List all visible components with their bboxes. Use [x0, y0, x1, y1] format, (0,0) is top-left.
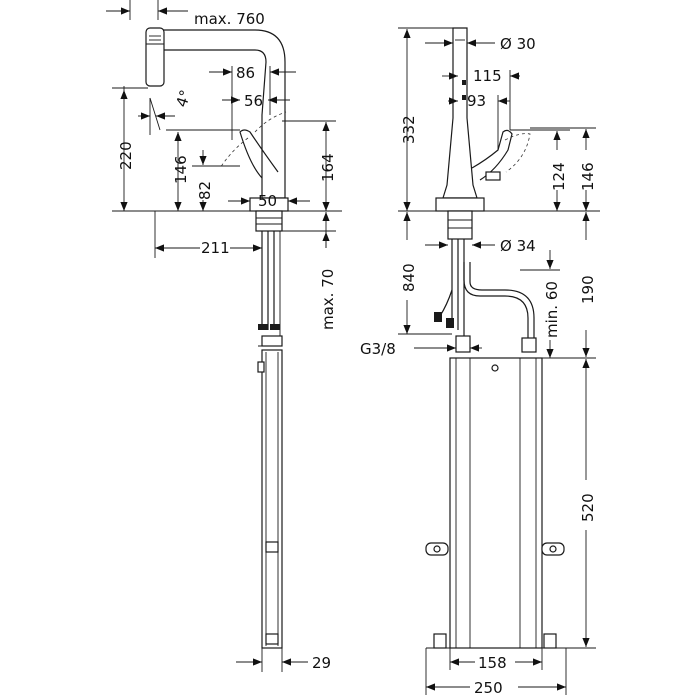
dim-box-depth: 29 [236, 654, 331, 672]
front-hoses [434, 239, 537, 353]
dim-lever-reach-label: 86 [236, 64, 255, 82]
dim-spout-projection: 211 [154, 211, 262, 258]
dim-hose-length: 840 [398, 212, 452, 335]
side-box [257, 349, 283, 672]
dim-body-height: 332 [398, 27, 453, 211]
dim-lever-height-front-label: 146 [579, 162, 597, 191]
dim-box-inner-width: 158 [450, 654, 542, 672]
dim-lever-reach: 86 56 [209, 64, 296, 140]
dim-box-height: 520 [556, 359, 597, 649]
dim-lever-height-low: 82 [192, 150, 240, 211]
dim-lever-height-label: 164 [319, 153, 337, 182]
dim-hose-clearance-label: min. 60 [543, 281, 561, 338]
dim-shank-diameter: Ø 34 [425, 237, 536, 255]
dim-shank-diameter-label: Ø 34 [500, 237, 536, 255]
dim-lever-reach-inner-label: 56 [244, 92, 263, 110]
dim-spout-projection-label: 211 [201, 239, 230, 257]
side-faucet-body [145, 27, 289, 232]
dim-spray-tilt-label: 4° [172, 88, 194, 110]
dim-spray-tilt: 4° [138, 88, 195, 135]
front-view: Ø 30 115 93 332 124 [360, 27, 600, 697]
side-hoses [258, 231, 283, 347]
dim-lever-rise-label: 124 [550, 162, 568, 191]
dim-lever-rise: 124 [510, 129, 570, 211]
dim-box-inner-width-label: 158 [478, 654, 507, 672]
dim-base-width: 50 [228, 192, 310, 210]
dim-box-depth-label: 29 [312, 654, 331, 672]
dim-lever-height-front: 146 [530, 127, 597, 211]
dim-thread: G3/8 [360, 340, 482, 358]
dim-total-height-label: 220 [117, 141, 135, 170]
dim-base-width-label: 50 [258, 192, 277, 210]
dim-deck-thickness-label: max. 70 [319, 269, 337, 330]
dim-lever-height: 164 [282, 120, 337, 211]
dim-max-reach: max. 760 [106, 0, 265, 28]
dim-max-reach-label: max. 760 [194, 10, 265, 28]
dim-total-height: 220 [112, 86, 148, 211]
dim-deck-thickness: max. 70 [282, 212, 337, 330]
dim-body-diameter-label: Ø 30 [500, 35, 536, 53]
dim-lever-width: 115 93 [442, 67, 520, 150]
dim-hose-clearance: min. 60 [520, 250, 561, 358]
side-view: max. 760 86 56 4° 220 [106, 0, 342, 672]
dim-box-height-label: 520 [579, 493, 597, 522]
dim-under-deck: 190 [536, 212, 597, 359]
dim-box-outer-width: 250 [426, 679, 566, 697]
dim-lever-width-inner-label: 93 [467, 92, 486, 110]
dim-body-height-label: 332 [400, 115, 418, 144]
dim-spout-height-label: 146 [172, 155, 190, 184]
dim-hose-length-label: 840 [400, 263, 418, 292]
dim-lever-height-low-label: 82 [196, 181, 214, 200]
dim-under-deck-label: 190 [579, 275, 597, 304]
front-faucet-body [435, 27, 531, 240]
dim-thread-label: G3/8 [360, 340, 396, 358]
front-box [425, 357, 567, 695]
dim-body-diameter: Ø 30 [425, 35, 536, 53]
dim-box-outer-width-label: 250 [474, 679, 503, 697]
dim-spout-height: 146 [166, 129, 240, 211]
dim-lever-width-label: 115 [473, 67, 502, 85]
